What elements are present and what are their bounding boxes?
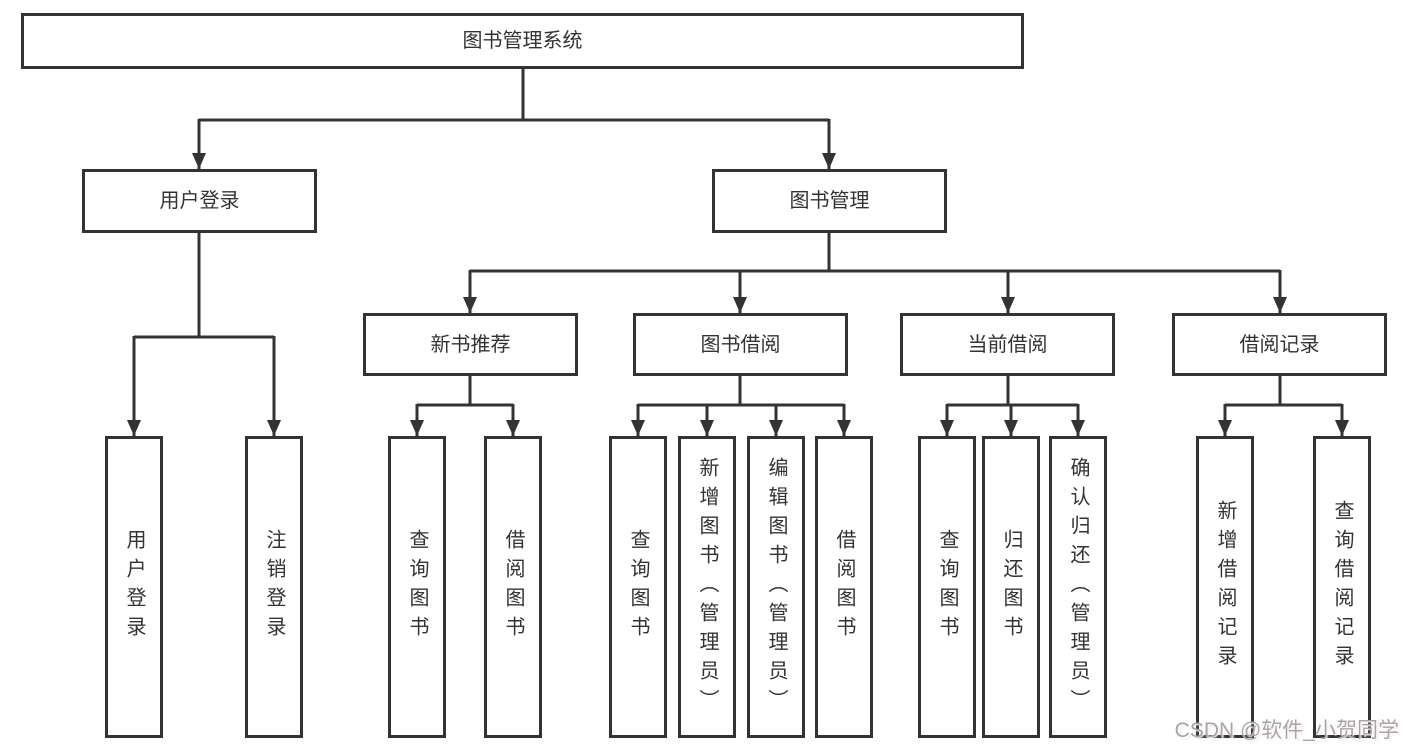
node-current-borrow-label: 当前借阅 — [967, 333, 1048, 356]
leaf-confirm-return-admin-label: 确认归还（管理员） — [1067, 456, 1089, 718]
node-book-borrow: 图书借阅 — [633, 313, 848, 376]
node-book-management-label: 图书管理 — [789, 190, 870, 212]
leaf-add-book-admin: 新增图书（管理员） — [678, 436, 736, 738]
node-new-book-recommend-label: 新书推荐 — [430, 333, 511, 356]
leaf-add-borrow-record-label: 新增借阅记录 — [1214, 500, 1236, 674]
node-new-book-recommend: 新书推荐 — [363, 313, 578, 376]
leaf-borrow-books: 借阅图书 — [815, 436, 873, 738]
leaf-add-book-admin-label: 新增图书（管理员） — [696, 456, 718, 718]
leaf-query-books-current-label: 查询图书 — [936, 529, 958, 645]
connector-book-borrow-branch — [631, 376, 851, 436]
leaf-edit-book-admin-label: 编辑图书（管理员） — [765, 456, 787, 718]
leaf-confirm-return-admin: 确认归还（管理员） — [1049, 436, 1107, 738]
connector-book-management-branch — [463, 233, 1287, 313]
leaf-borrow-books-recommend: 借阅图书 — [484, 436, 542, 738]
node-current-borrow: 当前借阅 — [900, 313, 1115, 376]
leaf-query-books-current: 查询图书 — [918, 436, 976, 738]
leaf-add-borrow-record: 新增借阅记录 — [1196, 436, 1254, 738]
node-user-login-label: 用户登录 — [159, 190, 240, 212]
node-book-management: 图书管理 — [712, 169, 947, 233]
connector-new-book-branch — [410, 376, 520, 436]
leaf-logout-label: 注销登录 — [263, 529, 285, 645]
node-root-label: 图书管理系统 — [462, 30, 583, 52]
node-user-login: 用户登录 — [82, 169, 317, 233]
node-borrow-records: 借阅记录 — [1172, 313, 1387, 376]
connector-user-login-branch — [127, 233, 281, 436]
leaf-query-books-recommend-label: 查询图书 — [406, 529, 428, 645]
connector-borrow-records-branch — [1218, 376, 1349, 436]
leaf-query-borrow-record-label: 查询借阅记录 — [1331, 500, 1353, 674]
node-book-borrow-label: 图书借阅 — [700, 333, 781, 356]
leaf-borrow-books-recommend-label: 借阅图书 — [502, 529, 524, 645]
leaf-query-books-recommend: 查询图书 — [388, 436, 446, 738]
leaf-return-books-label: 归还图书 — [1000, 529, 1022, 645]
leaf-query-books-borrow-label: 查询图书 — [627, 529, 649, 645]
leaf-borrow-books-label: 借阅图书 — [833, 529, 855, 645]
connector-current-borrow-branch — [940, 376, 1085, 436]
node-borrow-records-label: 借阅记录 — [1239, 333, 1320, 356]
connector-root-to-level2 — [192, 69, 836, 169]
leaf-user-login-label: 用户登录 — [123, 529, 145, 645]
leaf-query-borrow-record: 查询借阅记录 — [1313, 436, 1371, 738]
leaf-logout: 注销登录 — [245, 436, 303, 738]
leaf-edit-book-admin: 编辑图书（管理员） — [747, 436, 805, 738]
node-root-library-management-system: 图书管理系统 — [21, 13, 1024, 69]
leaf-return-books: 归还图书 — [982, 436, 1040, 738]
leaf-query-books-borrow: 查询图书 — [609, 436, 667, 738]
leaf-user-login: 用户登录 — [105, 436, 163, 738]
